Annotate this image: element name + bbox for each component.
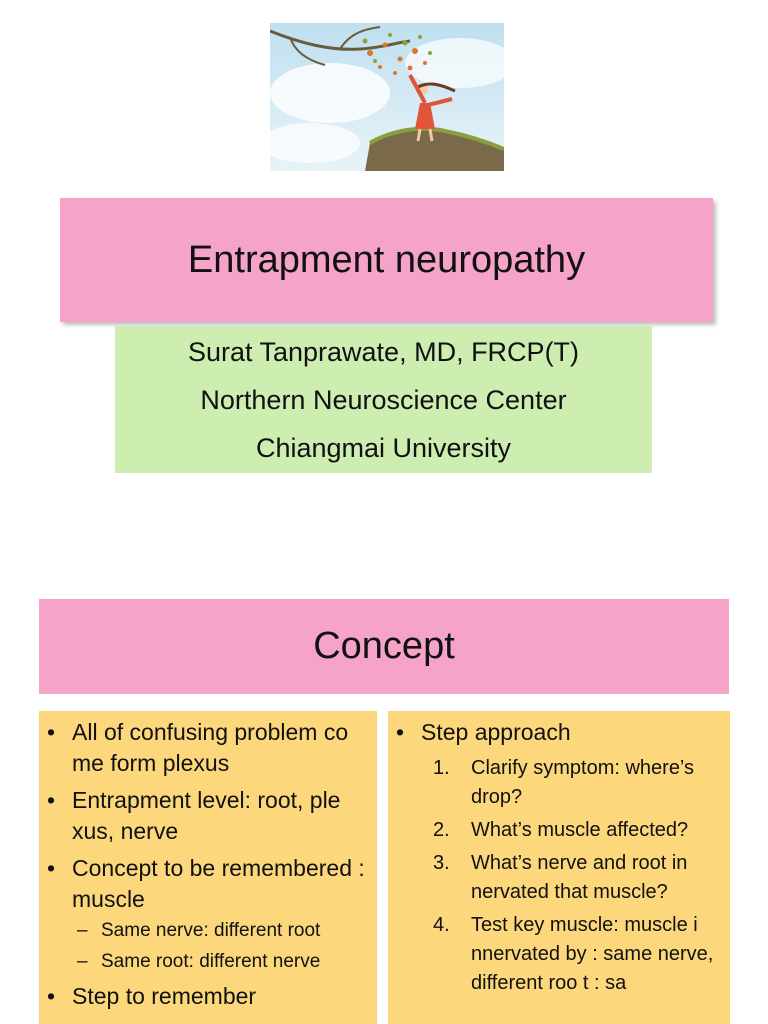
step-number: 4.: [433, 914, 450, 936]
left-column: All of confusing problem co me form plex…: [39, 711, 377, 1024]
right-column: Step approach 1. Clarify symptom: where’…: [388, 711, 730, 1024]
bullet-item: Concept to be remembered : muscle: [39, 853, 377, 915]
step-number: 3.: [433, 852, 450, 874]
numbered-step: 4. Test key muscle: muscle i nnervated b…: [388, 911, 730, 998]
bullet-item: All of confusing problem co me form plex…: [39, 717, 377, 779]
sub-bullet-item: Same root: different nerve: [39, 946, 377, 977]
slide-title: Entrapment neuropathy: [187, 238, 586, 281]
step-text: Clarify symptom: where’s drop?: [471, 757, 695, 808]
numbered-step: 3. What’s nerve and root in nervated tha…: [388, 849, 730, 907]
numbered-step: 1. Clarify symptom: where’s drop?: [388, 754, 730, 812]
concept-title: Concept: [313, 625, 455, 667]
girl-on-cliff-illustration: [270, 23, 504, 171]
numbered-step: 2. What’s muscle affected?: [388, 816, 730, 845]
author-info-box: Surat Tanprawate, MD, FRCP(T) Northern N…: [115, 326, 652, 473]
slide-title-banner: Entrapment neuropathy: [60, 198, 713, 322]
step-text: What’s muscle affected?: [471, 819, 689, 841]
step-number: 2.: [433, 819, 450, 841]
author-affiliation: Northern Neuroscience Center: [200, 384, 567, 415]
bullet-item: Step to remember: [39, 981, 377, 1012]
title-illustration: [270, 23, 504, 171]
bullet-item: Entrapment level: root, ple xus, nerve: [39, 785, 377, 847]
bullet-item: Step approach: [388, 717, 730, 748]
step-number: 1.: [433, 757, 450, 779]
step-text: Test key muscle: muscle i nnervated by :…: [471, 914, 714, 994]
step-text: What’s nerve and root in nervated that m…: [471, 852, 688, 903]
concept-title-banner: Concept: [39, 599, 729, 694]
author-institution: Chiangmai University: [255, 432, 512, 463]
sub-bullet-item: Same nerve: different root: [39, 915, 377, 946]
author-name: Surat Tanprawate, MD, FRCP(T): [187, 336, 580, 367]
